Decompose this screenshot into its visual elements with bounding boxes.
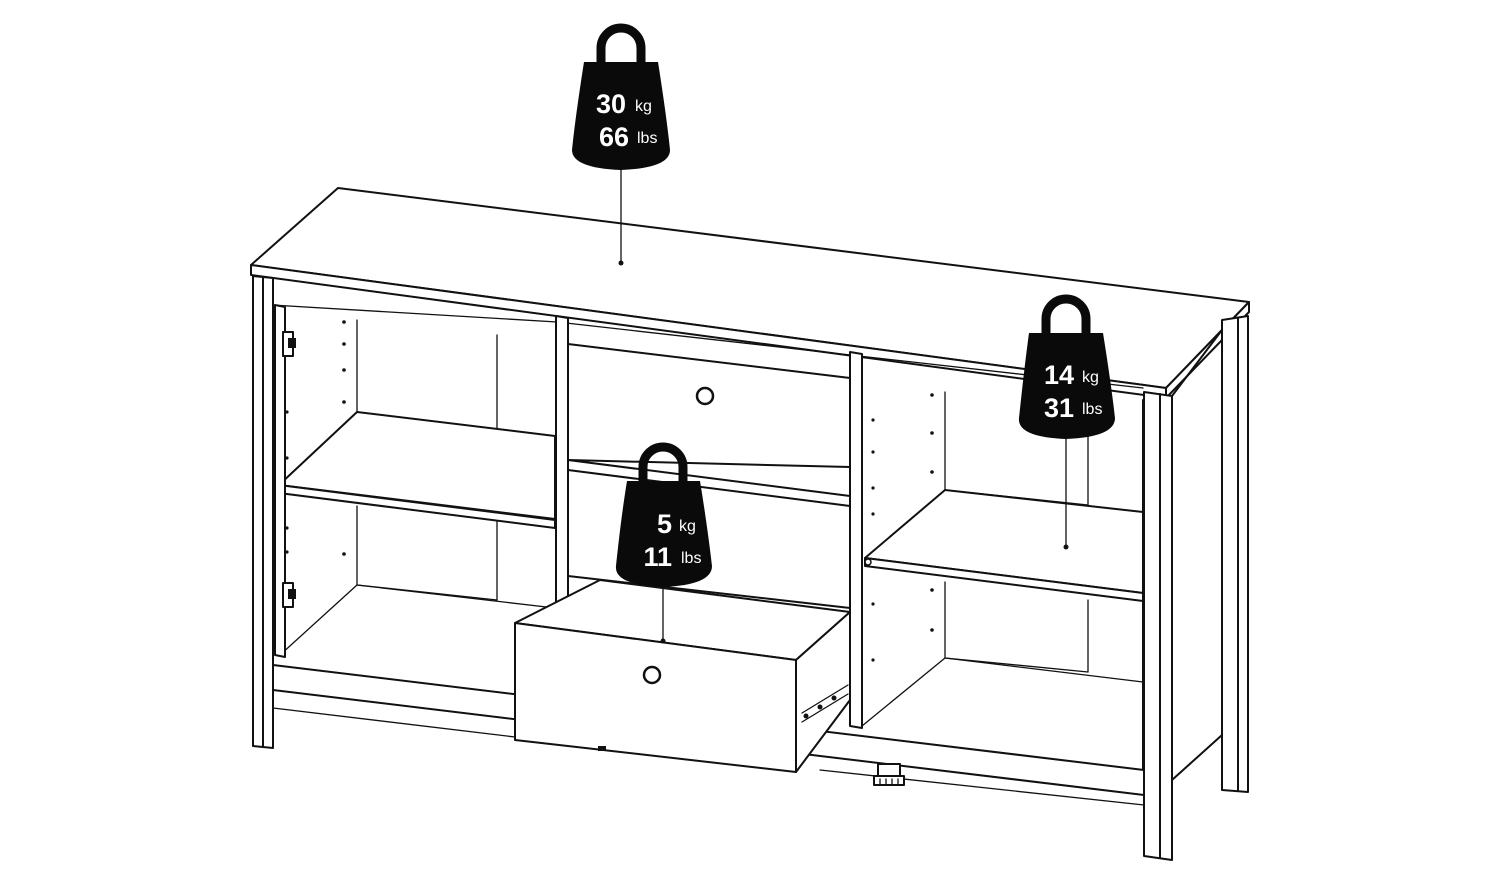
weight-label-shelf: 14 kg 31 lbs <box>1018 294 1115 550</box>
drawer-top <box>567 343 851 468</box>
weight-lbs-unit: lbs <box>637 130 657 147</box>
divider-left <box>555 315 569 611</box>
drawer-knob-icon <box>695 386 715 406</box>
door-left <box>274 304 286 658</box>
shelf-peg-holes-left <box>285 320 346 556</box>
weight-kg-value: 5 <box>657 509 672 539</box>
hinge-icon <box>282 331 296 357</box>
weight-kg-unit: kg <box>635 98 652 115</box>
leg-front-right <box>1143 391 1173 861</box>
sideboard-body <box>250 187 1250 861</box>
drawer-bottom-open <box>514 579 851 773</box>
hinge-icon <box>282 582 296 608</box>
weight-icon <box>572 23 670 170</box>
weight-lbs-value: 66 <box>599 122 629 152</box>
shelf-peg-holes-right <box>871 393 934 662</box>
weight-kg-value: 30 <box>596 89 626 119</box>
adjustable-foot-icon <box>873 763 905 786</box>
weight-kg-unit: kg <box>1082 369 1099 386</box>
weight-icon <box>615 442 712 587</box>
weight-label-drawer: 5 kg 11 lbs <box>615 442 712 644</box>
weight-lbs-unit: lbs <box>681 550 701 567</box>
weight-lbs-unit: lbs <box>1082 401 1102 418</box>
divider-right <box>849 351 863 729</box>
weight-icon <box>1018 294 1115 439</box>
weight-kg-value: 14 <box>1044 360 1074 390</box>
drawer-knob-icon <box>642 665 662 685</box>
weight-lbs-value: 31 <box>1044 393 1074 423</box>
leg-back-right <box>1221 315 1249 793</box>
weight-label-top: 30 kg 66 lbs <box>572 23 670 266</box>
drawer-bottom-front <box>514 622 797 773</box>
weight-lbs-value: 11 <box>643 542 672 572</box>
weight-kg-unit: kg <box>679 518 696 535</box>
